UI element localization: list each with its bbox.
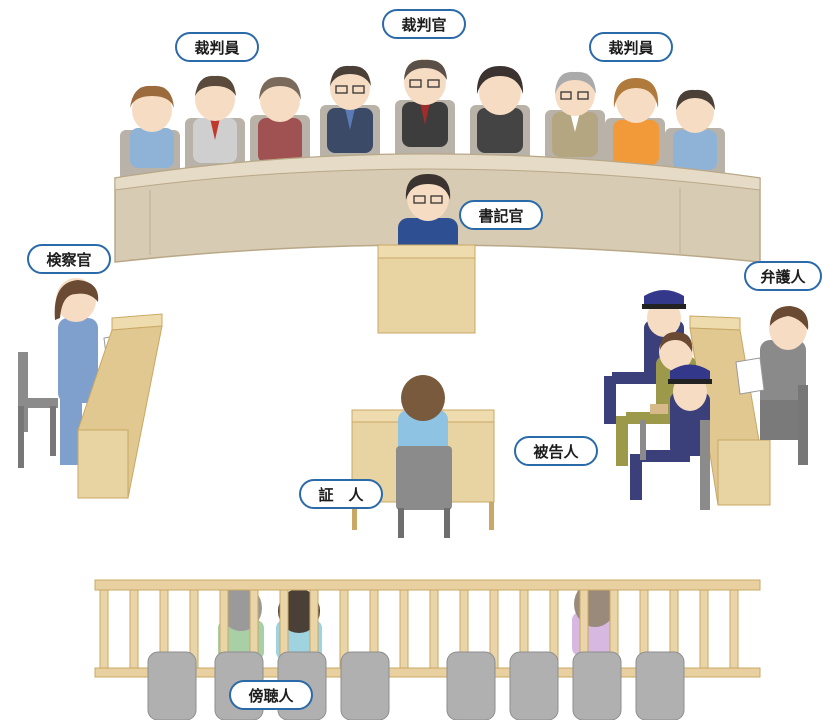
lay-judge-9 [673, 89, 717, 170]
label-defense-lawyer: 弁護人 [744, 261, 822, 291]
gallery-seats [147, 651, 685, 720]
label-clerk: 書記官 [459, 200, 543, 230]
label-lay-judge-left: 裁判員 [175, 32, 259, 62]
label-audience: 傍聴人 [229, 680, 313, 710]
label-witness-text: 証 人 [318, 486, 364, 504]
label-lay-judge-right: 裁判員 [589, 32, 673, 62]
label-defendant: 被告人 [514, 436, 598, 466]
label-lay-judge-right-text: 裁判員 [608, 39, 653, 57]
prosecutor-chair [18, 352, 58, 468]
judges-row [120, 59, 725, 185]
label-prosecutor: 検察官 [27, 244, 111, 274]
label-judge: 裁判官 [382, 9, 466, 39]
lay-judge-1 [130, 85, 174, 168]
label-defendant-text: 被告人 [533, 443, 579, 461]
witness [398, 375, 448, 458]
label-defense-lawyer-text: 弁護人 [760, 268, 806, 286]
defendant-bench [640, 420, 710, 510]
label-audience-text: 傍聴人 [248, 687, 294, 705]
witness-chair [396, 446, 452, 538]
defense-lawyer [735, 306, 809, 465]
label-prosecutor-text: 検察官 [46, 251, 91, 269]
prosecutor-desk [77, 313, 163, 500]
lay-judge-8 [613, 78, 659, 165]
presiding-judge [402, 59, 448, 147]
judge-6 [476, 66, 524, 153]
label-witness: 証 人 [299, 479, 383, 509]
judge-7 [552, 71, 598, 157]
label-judge-text: 裁判官 [401, 16, 446, 34]
gallery-railing [94, 579, 761, 678]
label-lay-judge-left-text: 裁判員 [194, 39, 239, 57]
clerk-desk [377, 244, 476, 334]
lay-judge-2 [193, 75, 237, 163]
label-clerk-text: 書記官 [478, 207, 523, 225]
lay-judge-3 [258, 76, 302, 163]
lay-judge-4 [327, 65, 373, 153]
